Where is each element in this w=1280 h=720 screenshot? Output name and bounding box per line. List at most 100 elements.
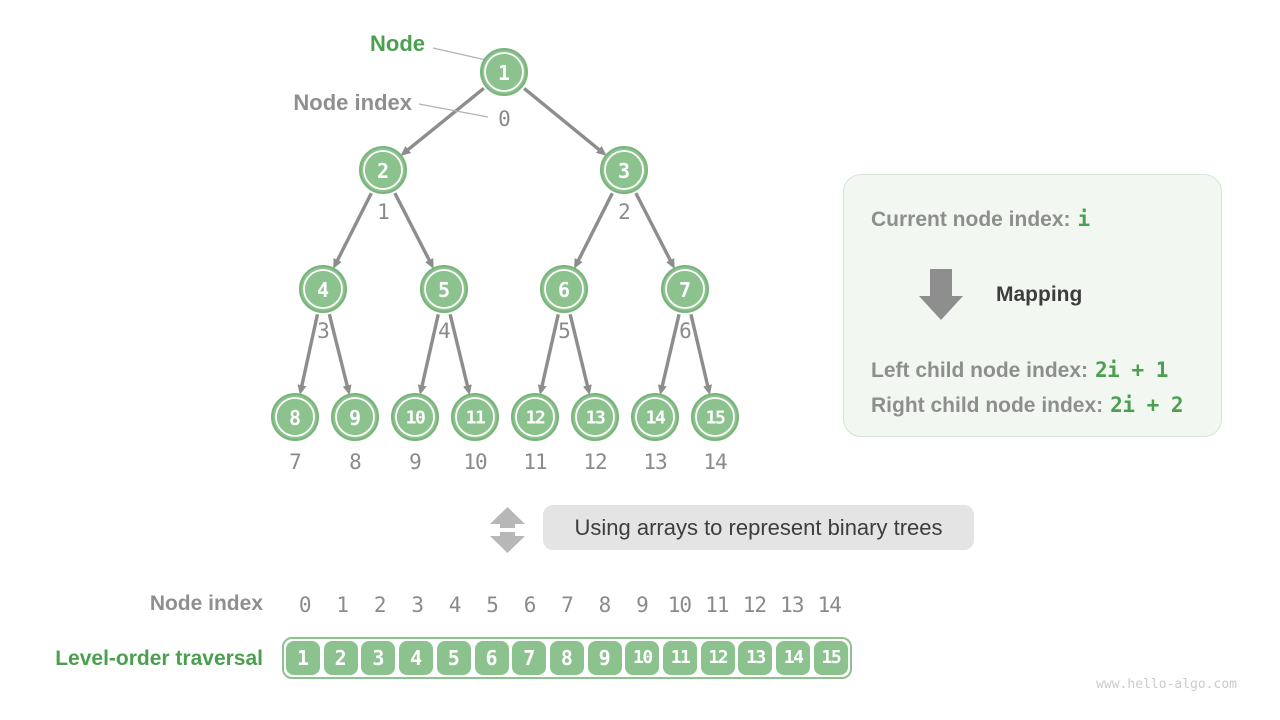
tree-node-index: 3 <box>317 319 329 343</box>
mapping-label: Mapping <box>996 283 1083 306</box>
tree-edge-arrow <box>393 192 434 269</box>
tree-node-inner-ring <box>604 150 644 190</box>
tree-node-inner-ring <box>424 269 464 309</box>
tree-node-circle <box>359 146 407 194</box>
current-node-index-line: Current node index: i <box>871 206 1090 235</box>
array-cell: 2 <box>323 641 358 675</box>
current-node-index-label: Current node index: <box>871 208 1071 231</box>
tree-node-circle <box>299 265 347 313</box>
array-cell: 9 <box>587 641 622 675</box>
array-cell: 13 <box>738 641 773 675</box>
tree-node-value: 14 <box>646 408 666 429</box>
index-mapping-panel: Current node index: i Mapping Left child … <box>843 174 1222 437</box>
tree-node-value: 15 <box>706 408 725 429</box>
tree-node-index: 14 <box>703 450 727 474</box>
tree-node-index: 12 <box>583 450 606 474</box>
down-arrow-icon <box>919 269 963 320</box>
array-index: 7 <box>561 593 574 617</box>
tree-node-circle <box>391 393 439 441</box>
leader-line <box>432 47 487 61</box>
tree-node-index: 10 <box>463 450 487 474</box>
tree-node-index: 8 <box>349 450 361 474</box>
array-index: 5 <box>486 593 499 617</box>
tree-node-inner-ring <box>455 397 495 437</box>
tree-node-circle <box>600 146 648 194</box>
level-order-traversal-label: Level-order traversal <box>55 647 263 670</box>
tree-edge-arrow <box>297 314 320 396</box>
array-index: 1 <box>336 593 349 617</box>
tree-node-value: 4 <box>317 278 329 302</box>
tree-node-value: 2 <box>377 159 389 183</box>
tree-node-circle <box>571 393 619 441</box>
array-index: 13 <box>780 593 804 617</box>
tree-node-index: 5 <box>558 319 570 343</box>
array-index: 4 <box>448 593 462 617</box>
tree-node-inner-ring <box>515 397 555 437</box>
array-cell: 6 <box>474 641 509 675</box>
tree-node-value: 12 <box>526 408 545 429</box>
array-cell: 1 <box>286 641 320 675</box>
current-node-index-value: i <box>1077 207 1091 231</box>
array-cell: 4 <box>399 641 434 675</box>
tree-node-circle <box>661 265 709 313</box>
tree-node-index: 13 <box>643 450 667 474</box>
tree-edge-arrow <box>658 313 681 396</box>
bottom-node-index-label: Node index <box>149 592 263 615</box>
tree-node-circle <box>271 393 319 441</box>
array-cell: 11 <box>663 641 698 675</box>
tree-node-circle <box>480 48 528 96</box>
tree-node-inner-ring <box>665 269 705 309</box>
left-child-index-formula: 2i + 1 <box>1095 358 1168 382</box>
tree-node-inner-ring <box>635 397 675 437</box>
tree-node-circle <box>331 393 379 441</box>
tree-edge-arrow <box>537 313 560 396</box>
array-index: 3 <box>411 593 424 617</box>
tree-node-index: 6 <box>679 319 691 343</box>
tree-node-value: 1 <box>498 61 510 85</box>
array-cell: 3 <box>361 641 396 675</box>
tree-node-inner-ring <box>575 397 615 437</box>
tree-node-value: 13 <box>586 408 605 429</box>
tree-edge-arrow <box>448 313 472 396</box>
array-cell: 14 <box>776 641 811 675</box>
tree-node-circle <box>631 393 679 441</box>
tree-edge-arrow <box>689 313 712 396</box>
right-child-index-line: Right child node index: 2i + 2 <box>871 392 1184 421</box>
array-index: 12 <box>742 593 767 617</box>
tree-node-value: 10 <box>406 408 425 429</box>
array-index: 11 <box>705 593 729 617</box>
left-child-index-line: Left child node index: 2i + 1 <box>871 357 1168 386</box>
tree-node-circle <box>420 265 468 313</box>
tree-edge-arrow <box>523 87 607 156</box>
tree-node-inner-ring <box>695 397 735 437</box>
tree-node-value: 5 <box>438 278 450 302</box>
tree-node-index: 1 <box>377 200 389 224</box>
tree-edge-arrow <box>574 192 614 269</box>
tree-node-circle <box>451 393 499 441</box>
tree-node-inner-ring <box>363 150 403 190</box>
tree-edge-arrow <box>333 192 373 269</box>
right-child-index-label: Right child node index: <box>871 394 1104 417</box>
array-cell: 10 <box>625 641 660 675</box>
tree-edge-arrow <box>327 313 352 396</box>
right-child-index-formula: 2i + 2 <box>1110 393 1184 417</box>
tree-edge-arrow <box>634 192 675 269</box>
tree-node-index: 9 <box>409 450 421 474</box>
tree-node-index: 4 <box>438 319 450 343</box>
tree-node-value: 9 <box>349 406 361 430</box>
leader-line <box>418 103 489 118</box>
caption: Using arrays to represent binary trees <box>543 505 974 550</box>
array-index: 14 <box>817 593 842 617</box>
array-index: 9 <box>636 593 649 617</box>
tree-node-index: 11 <box>523 450 547 474</box>
array-index: 2 <box>373 593 387 617</box>
array-index: 8 <box>598 593 612 617</box>
tree-node-inner-ring <box>303 269 343 309</box>
array-cell: 7 <box>512 641 547 675</box>
left-child-index-label: Left child node index: <box>871 359 1089 382</box>
tree-node-value: 11 <box>466 408 485 429</box>
tree-node-value: 6 <box>558 278 570 302</box>
tree-node-value: 8 <box>289 406 301 430</box>
